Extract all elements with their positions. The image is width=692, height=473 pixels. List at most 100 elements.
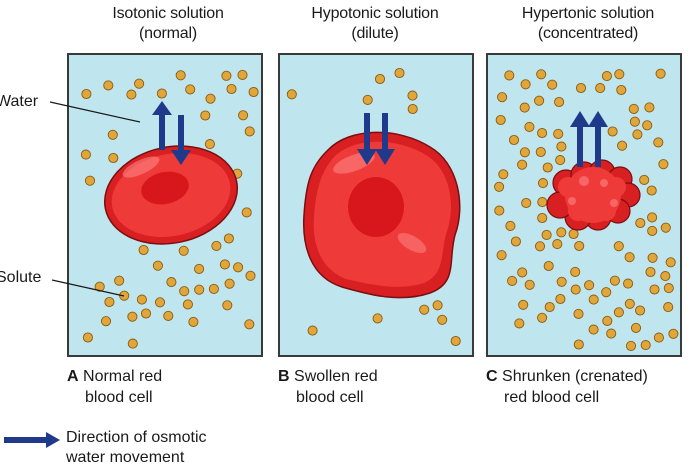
- caption-a-line1: Normal red: [83, 368, 163, 385]
- solute-particle: [154, 297, 166, 308]
- solute-particle: [556, 141, 567, 152]
- caption-b: B Swollen red blood cell: [278, 366, 378, 408]
- shrunken-red-blood-cell: [546, 159, 641, 231]
- solute-particle: [140, 308, 152, 319]
- solute-particle: [107, 129, 118, 140]
- solute-particle: [632, 129, 643, 140]
- solute-particle: [194, 284, 205, 295]
- panel-isotonic: [67, 53, 263, 357]
- water-arrows-isotonic: [152, 101, 191, 165]
- solute-particle: [640, 340, 651, 351]
- solute-particle: [119, 290, 130, 301]
- caption-c: C Shrunken (crenated) red blood cell: [486, 366, 648, 408]
- solute-particle: [647, 212, 658, 223]
- solute-particle: [494, 205, 505, 216]
- solute-particle: [537, 127, 548, 139]
- solute-particle: [126, 89, 137, 100]
- solute-particle: [642, 120, 653, 131]
- solute-particle: [307, 325, 318, 336]
- solute-particle: [647, 225, 658, 236]
- caption-b-line2: blood cell: [296, 389, 364, 406]
- panel-hypertonic: [486, 53, 682, 357]
- solute-particle: [100, 316, 112, 327]
- solute-particle: [136, 294, 147, 305]
- solute-particle: [630, 322, 642, 333]
- solute-particle: [226, 83, 237, 95]
- solute-particle: [244, 126, 255, 137]
- solute-particle: [248, 86, 259, 98]
- solute-particle: [175, 70, 186, 81]
- solute-particle: [537, 212, 548, 224]
- solute-particle: [517, 267, 528, 278]
- solute-particle: [221, 70, 232, 81]
- legend: Direction of osmotic water movement: [66, 428, 207, 468]
- solute-particle: [544, 301, 555, 313]
- solute-particle: [200, 110, 211, 121]
- solute-particle: [646, 185, 657, 196]
- header-hypotonic-subtitle: (dilute): [351, 25, 399, 42]
- solute-particle: [541, 229, 552, 240]
- solute-particle: [625, 340, 637, 351]
- solute-particle: [574, 240, 585, 252]
- solute-particle: [245, 270, 256, 281]
- solute-particle: [655, 68, 666, 79]
- header-isotonic: Isotonic solution (normal): [68, 4, 268, 44]
- solute-particle: [504, 70, 515, 81]
- solute-particle: [653, 332, 664, 343]
- swollen-red-blood-cell: [302, 131, 461, 299]
- solute-particle: [635, 217, 646, 229]
- solute-particle: [660, 222, 671, 233]
- header-isotonic-subtitle: (normal): [139, 25, 197, 42]
- solute-particle: [241, 207, 252, 218]
- solute-particle: [432, 300, 443, 311]
- solute-particle: [407, 90, 418, 101]
- solute-particle: [450, 335, 461, 347]
- caption-b-letter: B: [278, 368, 290, 385]
- hypotonic-illustration: [286, 67, 461, 347]
- solute-particle: [194, 263, 205, 274]
- solute-particle: [547, 79, 558, 90]
- solute-particle: [211, 240, 222, 251]
- header-isotonic-title: Isotonic solution: [112, 5, 224, 22]
- solute-particle: [179, 286, 190, 297]
- caption-c-line2: red blood cell: [504, 389, 600, 406]
- solute-particle: [668, 328, 679, 339]
- solute-particle: [623, 278, 634, 289]
- solute-particle: [556, 227, 567, 238]
- solute-particle: [613, 307, 624, 318]
- isotonic-illustration: [80, 69, 259, 349]
- solute-particle: [624, 252, 635, 263]
- solute-particle: [555, 155, 566, 166]
- legend-arrow-icon: [4, 432, 60, 448]
- solute-particle: [372, 313, 383, 324]
- solute-particle: [658, 159, 669, 170]
- solute-particle: [510, 236, 521, 247]
- solute-particle: [534, 241, 546, 252]
- solute-particle: [660, 271, 671, 282]
- solute-particle: [419, 304, 430, 315]
- solute-particle: [114, 275, 125, 286]
- solute-particle: [244, 319, 255, 330]
- solute-particle: [573, 308, 584, 319]
- solute-particle: [601, 287, 612, 298]
- solute-particles-hypertonic: [494, 68, 679, 351]
- water-arrows-hypotonic: [357, 113, 395, 165]
- solute-particle: [616, 84, 627, 96]
- solute-particle: [498, 169, 509, 180]
- caption-b-line1: Swollen red: [294, 368, 378, 385]
- solute-particle: [374, 73, 386, 85]
- solute-particle: [495, 114, 506, 126]
- solute-particle: [238, 110, 249, 121]
- solute-particle: [649, 284, 660, 295]
- solute-particle: [575, 82, 587, 94]
- solute-particle: [568, 228, 579, 240]
- solute-particles-hypotonic: [286, 67, 461, 347]
- solute-particle: [518, 299, 529, 310]
- solute-particle: [542, 162, 553, 173]
- solute-particle: [554, 96, 565, 108]
- solute-particle: [204, 139, 215, 150]
- solute-particle: [553, 128, 564, 139]
- solute-particle: [362, 94, 373, 105]
- solute-particle: [237, 69, 248, 80]
- solute-particle: [614, 69, 625, 80]
